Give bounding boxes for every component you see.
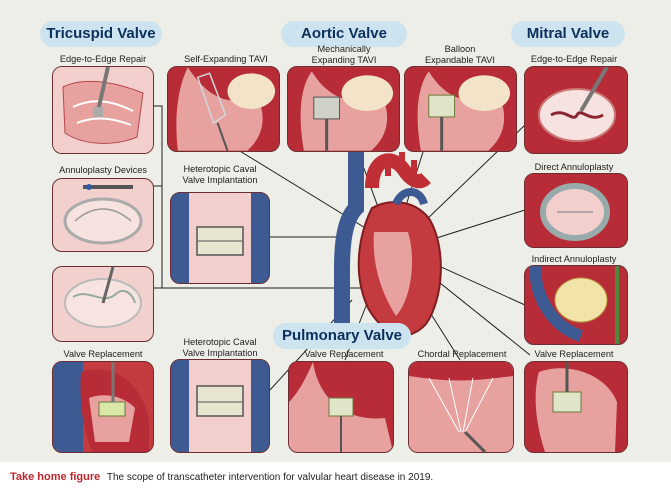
section-aortic-valve: Aortic Valve bbox=[281, 21, 407, 47]
panel-mechanically-expanding-tavi bbox=[287, 66, 400, 152]
panel-tv-annuloplasty bbox=[52, 178, 154, 252]
mech-tavi-illustration bbox=[288, 67, 399, 151]
panel-hcvi-bottom bbox=[170, 359, 270, 453]
figure-canvas: Tricuspid Valve Aortic Valve Mitral Valv… bbox=[0, 0, 671, 462]
caption-key: Take home figure bbox=[10, 471, 101, 483]
mv-replacement-illustration bbox=[525, 362, 627, 452]
panel-hcvi-top bbox=[170, 192, 270, 284]
hcvi-bottom-illustration bbox=[171, 360, 269, 452]
panel-pv-valve-replacement bbox=[288, 361, 394, 453]
panel-mv-direct-annuloplasty bbox=[524, 173, 628, 248]
label-pv-valve-replacement: Valve Replacement bbox=[304, 349, 384, 359]
label-mechanically-expanding-tavi: Mechanically Expanding TAVI bbox=[288, 44, 400, 66]
label-self-expanding-tavi: Self-Expanding TAVI bbox=[184, 54, 268, 64]
label-mv-indirect-annuloplasty: Indirect Annuloplasty bbox=[531, 254, 617, 264]
tv-annuloplasty-2-illustration bbox=[64, 267, 142, 328]
vena-cava bbox=[334, 148, 364, 348]
label-hcvi-bottom: Heterotopic Caval Valve Implantation bbox=[162, 337, 278, 359]
tricuspid-bracket bbox=[153, 105, 163, 289]
mv-indirect-illustration bbox=[525, 266, 627, 344]
label-mv-direct-annuloplasty: Direct Annuloplasty bbox=[534, 162, 614, 172]
panel-tv-annuloplasty-2 bbox=[52, 266, 154, 342]
label-line-2: Valve Implantation bbox=[182, 348, 258, 358]
panel-mv-edge-to-edge bbox=[524, 66, 628, 154]
hcvi-top-illustration bbox=[171, 193, 269, 283]
panel-tv-edge-to-edge bbox=[52, 66, 154, 154]
panel-self-expanding-tavi bbox=[167, 66, 280, 152]
heart-illustration bbox=[334, 148, 442, 348]
ventricle-cavity bbox=[373, 232, 412, 316]
panel-chordal-replacement bbox=[408, 361, 514, 453]
tv-annuloplasty-illustration bbox=[63, 184, 143, 245]
figure-caption: Take home figure The scope of transcathe… bbox=[0, 462, 671, 492]
sev-tavi-illustration bbox=[168, 67, 279, 151]
label-mv-valve-replacement: Valve Replacement bbox=[534, 349, 614, 359]
label-balloon-expandable-tavi: Balloon Expandable TAVI bbox=[404, 44, 516, 66]
section-mitral-valve: Mitral Valve bbox=[511, 21, 625, 47]
caption-text: The scope of transcatheter intervention … bbox=[106, 472, 434, 483]
label-line-2: Expandable TAVI bbox=[425, 55, 495, 65]
label-line-1: Balloon bbox=[444, 44, 476, 54]
mv-edge-illustration bbox=[525, 67, 627, 153]
label-mv-edge-to-edge: Edge-to-Edge Repair bbox=[530, 54, 618, 64]
label-line-1: Heterotopic Caval bbox=[183, 337, 257, 347]
tv-edge-illustration bbox=[53, 67, 153, 153]
sev-tavi-line bbox=[229, 144, 386, 241]
label-line-1: Mechanically bbox=[317, 44, 371, 54]
label-line-2: Valve Implantation bbox=[182, 175, 258, 185]
label-line-1: Heterotopic Caval bbox=[183, 164, 257, 174]
section-tricuspid-valve: Tricuspid Valve bbox=[40, 21, 162, 47]
label-chordal-replacement: Chordal Replacement bbox=[417, 349, 507, 359]
label-tv-edge-to-edge: Edge-to-Edge Repair bbox=[59, 54, 147, 64]
label-tv-valve-replacement: Valve Replacement bbox=[63, 349, 143, 359]
panel-tv-valve-replacement bbox=[52, 361, 154, 453]
section-pulmonary-valve: Pulmonary Valve bbox=[273, 323, 411, 349]
panel-balloon-expandable-tavi bbox=[404, 66, 517, 152]
tv-replacement-illustration bbox=[53, 362, 149, 452]
pv-replacement-illustration bbox=[289, 362, 393, 452]
label-hcvi-top: Heterotopic Caval Valve Implantation bbox=[162, 164, 278, 186]
mv-direct-illustration bbox=[525, 174, 627, 247]
panel-mv-valve-replacement bbox=[524, 361, 628, 453]
balloon-tavi-illustration bbox=[405, 67, 516, 151]
panel-mv-indirect-annuloplasty bbox=[524, 265, 628, 345]
chordal-illustration bbox=[409, 362, 513, 452]
label-line-2: Expanding TAVI bbox=[311, 55, 377, 65]
label-tv-annuloplasty: Annuloplasty Devices bbox=[59, 165, 147, 175]
